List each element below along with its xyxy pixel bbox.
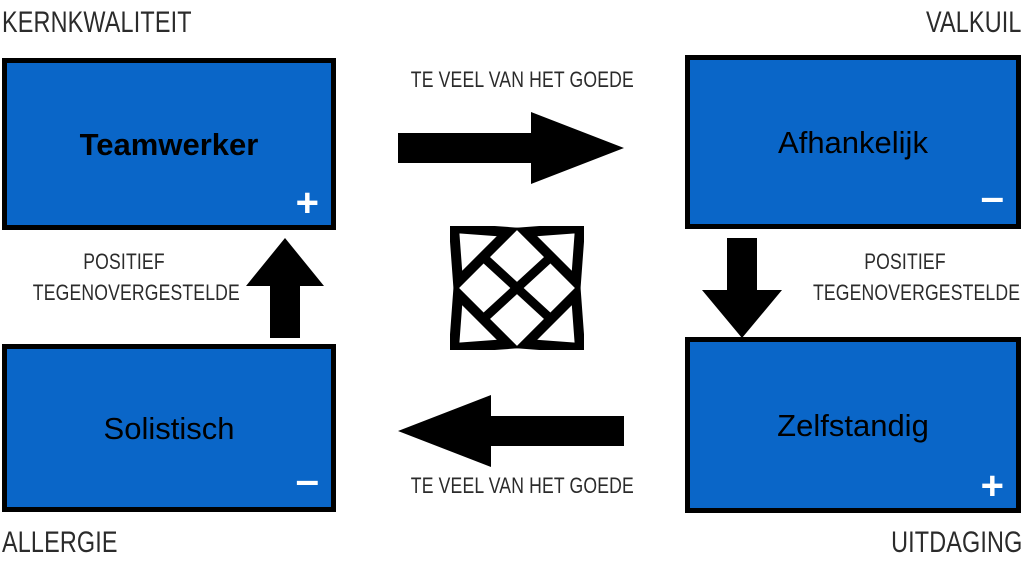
quadrant-sign-positive-top-left: + <box>295 181 319 225</box>
corner-label-allergie: ALLERGIE <box>2 526 118 559</box>
arrow-left-icon <box>398 395 624 467</box>
connector-caption-left-line2: TEGENOVERGESTELDE <box>32 280 240 306</box>
corner-label-kernkwaliteit: KERNKWALITEIT <box>2 6 192 39</box>
four-way-diagonal-arrow-icon <box>450 226 584 350</box>
quadrant-sign-positive-bottom-right: + <box>980 464 1004 508</box>
corner-label-uitdaging: UITDAGING <box>890 526 1022 559</box>
quadrant-label-zelfstandig: Zelfstandig <box>777 407 929 443</box>
connector-caption-bottom: TE VEEL VAN HET GOEDE <box>385 470 643 501</box>
connector-caption-bottom-line1: TE VEEL VAN HET GOEDE <box>410 473 634 498</box>
connector-caption-left-line1: POSITIEF <box>83 249 165 274</box>
corner-label-valkuil: VALKUIL <box>926 6 1022 39</box>
quadrant-sign-negative-top-right: – <box>980 173 1004 220</box>
quadrant-label-solistisch: Solistisch <box>103 410 235 446</box>
arrow-up-icon <box>246 238 324 338</box>
connector-caption-top: TE VEEL VAN HET GOEDE <box>385 64 643 95</box>
quadrant-label-afhankelijk: Afhankelijk <box>778 124 928 160</box>
quadrant-sign-negative-bottom-left: – <box>295 456 319 503</box>
connector-caption-right-line1: POSITIEF <box>864 249 946 274</box>
connector-caption-right: POSITIEF TEGENOVERGESTELDE <box>790 246 1020 308</box>
connector-caption-top-line1: TE VEEL VAN HET GOEDE <box>410 67 634 92</box>
connector-caption-left: POSITIEF TEGENOVERGESTELDE <box>10 246 240 308</box>
quadrant-box-kernkwaliteit[interactable]: Teamwerker + <box>2 58 336 230</box>
connector-caption-right-line2: TEGENOVERGESTELDE <box>813 280 1021 306</box>
quadrant-box-allergie[interactable]: Solistisch – <box>2 344 336 512</box>
quadrant-box-valkuil[interactable]: Afhankelijk – <box>685 55 1021 229</box>
arrow-down-icon <box>702 238 782 338</box>
arrow-right-icon <box>398 112 624 184</box>
quadrant-label-teamwerker: Teamwerker <box>79 126 259 162</box>
quadrant-box-uitdaging[interactable]: Zelfstandig + <box>685 337 1021 513</box>
